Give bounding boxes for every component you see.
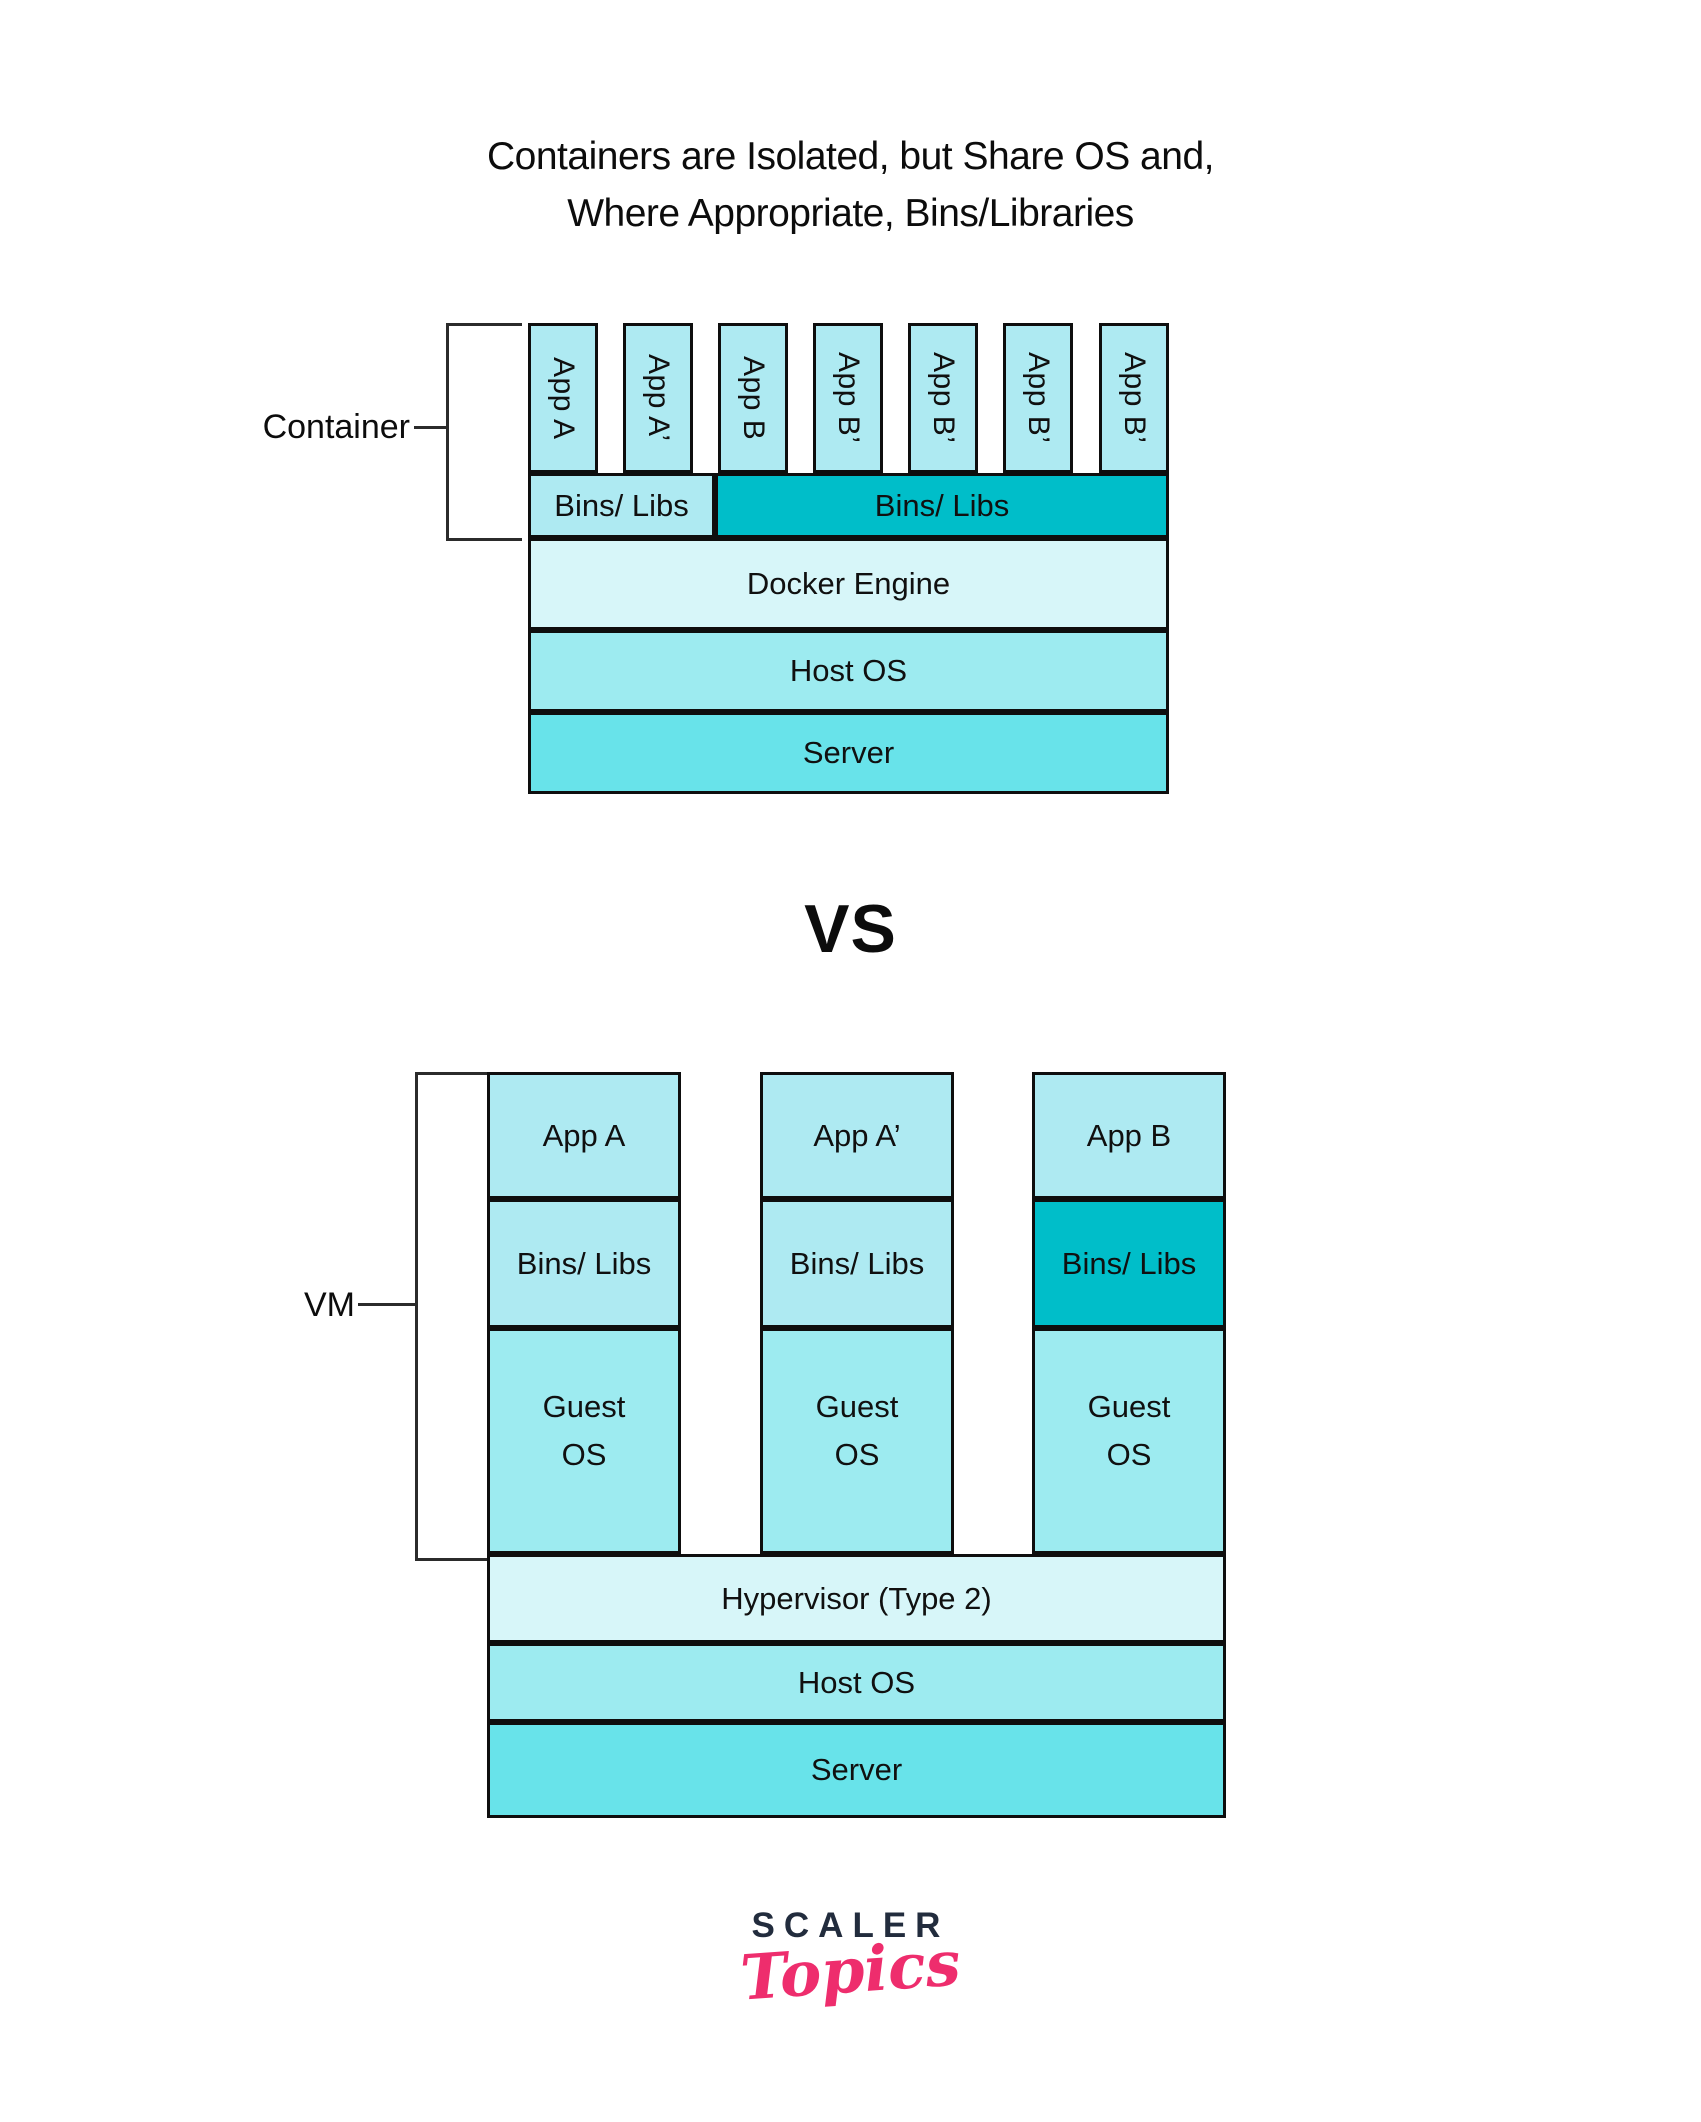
vm-guest-os-line-2: OS [561, 1437, 607, 1472]
vm-guest-os-line-2: OS [1106, 1437, 1152, 1472]
vm-guest-os-line-1: Guest [815, 1389, 899, 1424]
vm-server-box: Server [487, 1722, 1226, 1818]
container-app-bar: App B’ [1003, 323, 1073, 473]
vm-app-box: App A [487, 1072, 681, 1199]
container-app-bar-label: App A’ [642, 354, 675, 442]
vm-guest-os-box: Guest OS [1032, 1328, 1226, 1554]
container-bins-libs-left-box: Bins/ Libs [528, 473, 715, 538]
title-line-2: Where Appropriate, Bins/Libraries [567, 192, 1134, 235]
diagram-title: Containers are Isolated, but Share OS an… [0, 128, 1701, 242]
vm-bracket-label: VM [304, 1286, 355, 1324]
container-app-bar: App A [528, 323, 598, 473]
vm-guest-os-box: Guest OS [760, 1328, 954, 1554]
vm-bins-libs-box: Bins/ Libs [760, 1199, 954, 1328]
vm-app-box: App A’ [760, 1072, 954, 1199]
vm-label-connector-line [358, 1303, 415, 1306]
vm-app-box: App B [1032, 1072, 1226, 1199]
container-app-bar-label: App B’ [1022, 352, 1055, 444]
scaler-logo-brand: SCALER [751, 1906, 950, 1945]
container-bins-libs-right-box: Bins/ Libs [715, 473, 1169, 538]
container-app-bar-label: App A [547, 356, 580, 440]
container-app-bar-label: App B [737, 355, 770, 441]
container-app-bar: App B’ [908, 323, 978, 473]
container-app-bar: App A’ [623, 323, 693, 473]
vm-bins-libs-box: Bins/ Libs [487, 1199, 681, 1328]
vm-bracket-top-line [415, 1072, 487, 1075]
vm-bracket-bottom-line [415, 1558, 487, 1561]
container-label-connector-line [414, 426, 446, 429]
hypervisor-box: Hypervisor (Type 2) [487, 1554, 1226, 1643]
vm-guest-os-line-1: Guest [542, 1389, 626, 1424]
vm-guest-os-box: Guest OS [487, 1328, 681, 1554]
scaler-logo-wordmark: Topics [738, 1926, 963, 2015]
vm-guest-os-line-1: Guest [1087, 1389, 1171, 1424]
container-app-bar-label: App B’ [1118, 352, 1151, 444]
vm-bins-libs-box: Bins/ Libs [1032, 1199, 1226, 1328]
vm-bracket-vertical-line [415, 1072, 418, 1561]
docker-engine-box: Docker Engine [528, 538, 1169, 630]
container-app-bar: App B’ [1099, 323, 1169, 473]
vs-label: VS [804, 891, 897, 967]
title-line-1: Containers are Isolated, but Share OS an… [487, 135, 1214, 178]
container-app-bar-label: App B’ [927, 352, 960, 444]
container-server-box: Server [528, 712, 1169, 794]
container-app-bar-label: App B’ [832, 352, 865, 444]
container-bracket-top-line [446, 323, 522, 326]
vm-host-os-box: Host OS [487, 1643, 1226, 1722]
container-host-os-box: Host OS [528, 630, 1169, 712]
container-app-bar: App B’ [813, 323, 883, 473]
container-bracket-vertical-line [446, 323, 449, 541]
container-bracket-label: Container [262, 408, 410, 446]
container-app-bar: App B [718, 323, 788, 473]
container-bracket-bottom-line [446, 538, 522, 541]
vm-guest-os-line-2: OS [834, 1437, 880, 1472]
